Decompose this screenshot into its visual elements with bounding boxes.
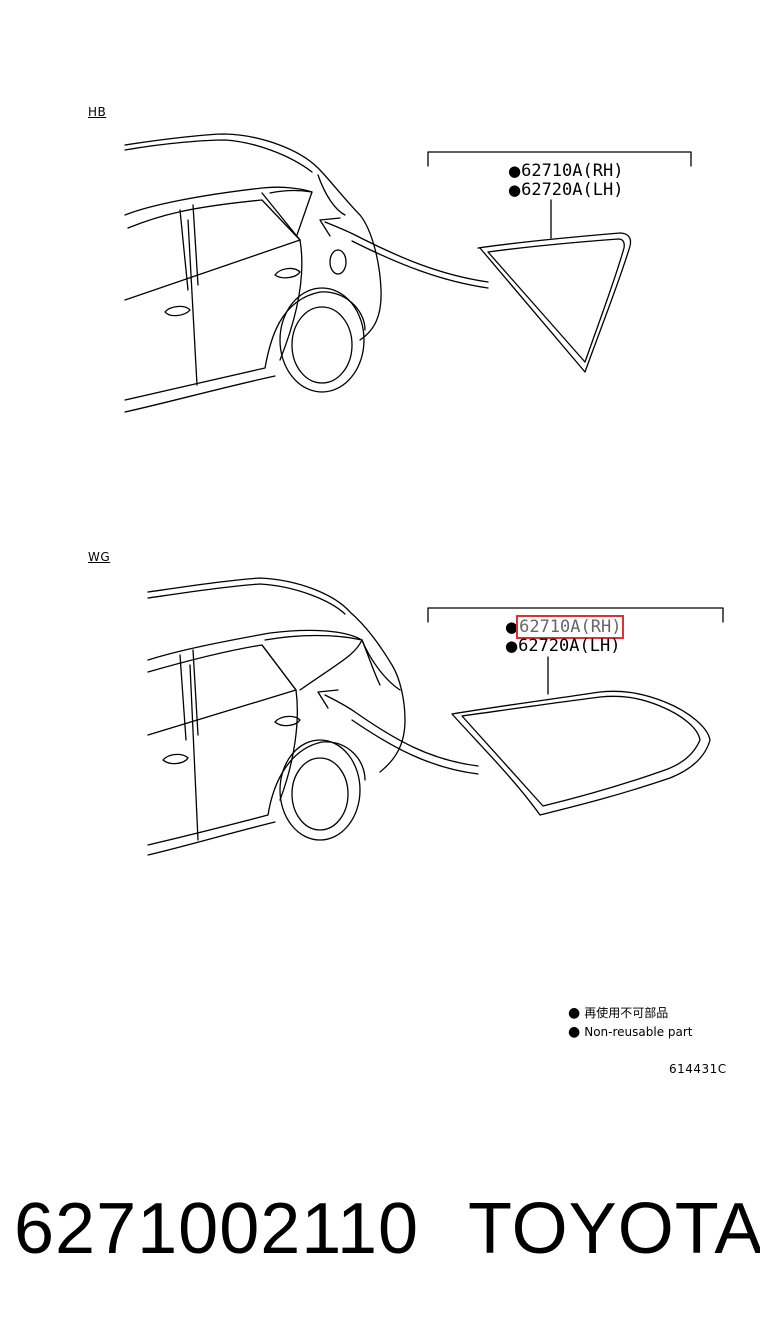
- non-reusable-bullet-icon: ●: [508, 162, 522, 180]
- non-reusable-bullet-icon: ●: [508, 181, 522, 199]
- legend-line-english: ●Non-reusable part: [568, 1024, 693, 1040]
- part-number: 6271002110: [14, 1189, 420, 1269]
- part-label-wg-rh[interactable]: ●62710A(RH): [505, 615, 625, 639]
- legend-line-japanese: ●再使用不可部品: [568, 1005, 669, 1021]
- part-code: 62710A(RH): [521, 161, 624, 181]
- part-code: 62720A(LH): [521, 180, 624, 200]
- part-label-wg-lh[interactable]: ●62720A(LH): [505, 637, 620, 656]
- brand-name: TOYOTA: [468, 1189, 760, 1269]
- highlighted-part-code[interactable]: 62710A(RH): [516, 615, 625, 639]
- part-label-hb-lh[interactable]: ●62720A(LH): [508, 181, 623, 200]
- section-tag-hb: HB: [88, 105, 107, 119]
- section-tag-wg: WG: [88, 550, 111, 564]
- non-reusable-bullet-icon: ●: [568, 1005, 581, 1021]
- part-label-hb-rh[interactable]: ●62710A(RH): [508, 162, 623, 181]
- part-code: 62720A(LH): [518, 636, 621, 656]
- figure-code: 614431C: [669, 1062, 727, 1076]
- non-reusable-bullet-icon: ●: [505, 618, 519, 636]
- non-reusable-bullet-icon: ●: [568, 1024, 581, 1040]
- legend: ●再使用不可部品 ●Non-reusable part: [568, 1004, 693, 1042]
- non-reusable-bullet-icon: ●: [505, 637, 519, 655]
